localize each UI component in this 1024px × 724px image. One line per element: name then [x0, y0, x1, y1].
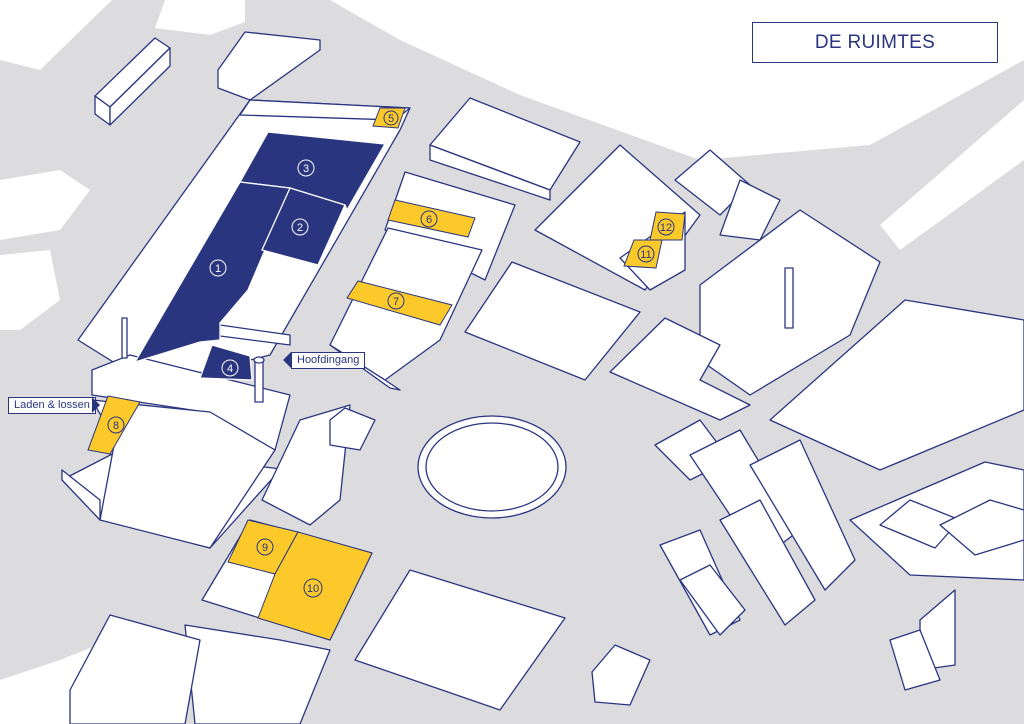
svg-text:4: 4	[227, 363, 233, 375]
loading-arrow-icon	[92, 397, 100, 413]
space-5-area[interactable]	[372, 107, 406, 129]
svg-text:5: 5	[388, 113, 394, 125]
space-7-area[interactable]	[346, 280, 453, 326]
marker-7[interactable]: 7	[387, 292, 405, 310]
svg-text:2: 2	[297, 222, 303, 234]
marker-8[interactable]: 8	[107, 416, 125, 434]
space-12-area[interactable]	[649, 211, 686, 241]
entrance-arrow-icon	[283, 352, 291, 368]
map-title: DE RUIMTES	[752, 22, 998, 63]
space-2-area[interactable]	[261, 187, 346, 266]
marker-12[interactable]: 12	[657, 218, 675, 236]
svg-text:12: 12	[660, 222, 672, 234]
marker-2[interactable]: 2	[291, 218, 309, 236]
space-4-area[interactable]	[199, 344, 253, 381]
space-6-area[interactable]	[387, 199, 476, 238]
svg-text:3: 3	[303, 163, 309, 175]
loading-label: Laden & lossen	[8, 397, 96, 414]
svg-text:1: 1	[215, 263, 221, 275]
navy-spaces	[133, 131, 387, 381]
space-10-area[interactable]	[257, 531, 373, 641]
svg-text:11: 11	[640, 249, 651, 261]
marker-3[interactable]: 3	[297, 159, 315, 177]
svg-text:8: 8	[113, 420, 119, 432]
marker-4[interactable]: 4	[221, 359, 239, 377]
building-topleft	[94, 37, 171, 126]
marker-9[interactable]: 9	[256, 538, 274, 556]
svg-text:9: 9	[262, 542, 268, 554]
svg-text:10: 10	[307, 583, 319, 595]
marker-10[interactable]: 10	[303, 578, 323, 598]
marker-1[interactable]: 1	[209, 259, 227, 277]
marker-11[interactable]: 11	[637, 245, 655, 263]
marker-5[interactable]: 5	[383, 110, 399, 126]
svg-text:6: 6	[426, 214, 432, 226]
space-markers: 3 2 1 4 5 6 7 8 9 10 11 12	[107, 110, 675, 598]
marker-6[interactable]: 6	[420, 210, 438, 228]
space-8-area[interactable]	[87, 395, 141, 455]
buildings-halls	[654, 419, 856, 636]
circular-plaza	[417, 415, 567, 519]
main-entrance-label: Hoofdingang	[291, 352, 366, 369]
svg-text:7: 7	[393, 296, 399, 308]
yellow-spaces	[87, 107, 686, 641]
